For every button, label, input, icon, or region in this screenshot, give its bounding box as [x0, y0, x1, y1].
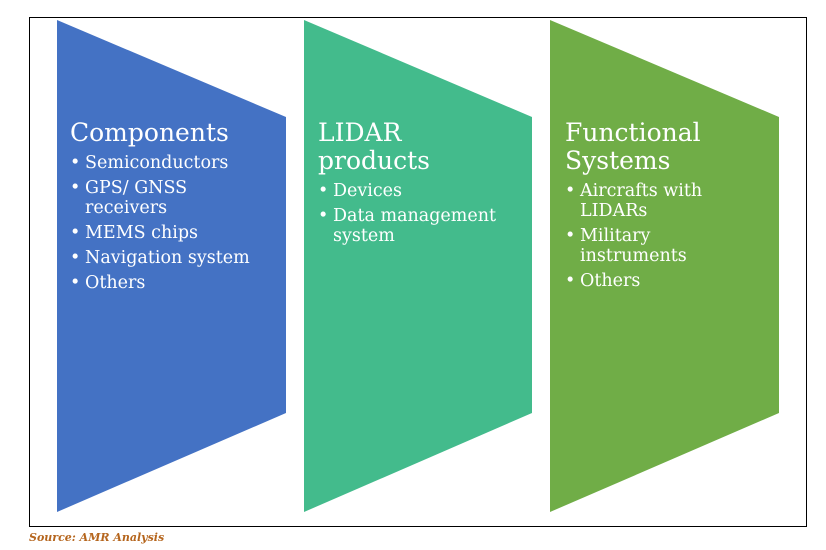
list-item: Military instruments	[565, 226, 720, 266]
list-item: Others	[70, 273, 280, 293]
panel-components: Components Semiconductors GPS/ GNSS rece…	[70, 119, 280, 298]
panel-lidar-products-shape	[304, 20, 532, 512]
list-item: Aircrafts with LIDARs	[565, 181, 730, 221]
bullet-list: Devices Data management system	[318, 181, 523, 246]
list-item: GPS/ GNSS receivers	[70, 178, 235, 218]
panel-functional-systems: Functional Systems Aircrafts with LIDARs…	[565, 119, 770, 296]
list-item: Devices	[318, 181, 523, 201]
panel-title: LIDAR products	[318, 118, 430, 175]
list-item: Semiconductors	[70, 153, 280, 173]
list-item: Others	[565, 271, 770, 291]
list-item: Navigation system	[70, 248, 280, 268]
list-item: MEMS chips	[70, 223, 280, 243]
diagram-frame	[29, 17, 807, 527]
panel-functional-systems-shape	[550, 20, 779, 512]
bullet-list: Semiconductors GPS/ GNSS receivers MEMS …	[70, 153, 280, 293]
panel-title: Functional Systems	[565, 118, 701, 175]
source-caption: Source: AMR Analysis	[29, 531, 165, 544]
bullet-list: Aircrafts with LIDARs Military instrumen…	[565, 181, 770, 291]
list-item: Data management system	[318, 206, 523, 246]
panel-lidar-products: LIDAR products Devices Data management s…	[318, 119, 523, 251]
panel-title: Components	[70, 118, 229, 147]
